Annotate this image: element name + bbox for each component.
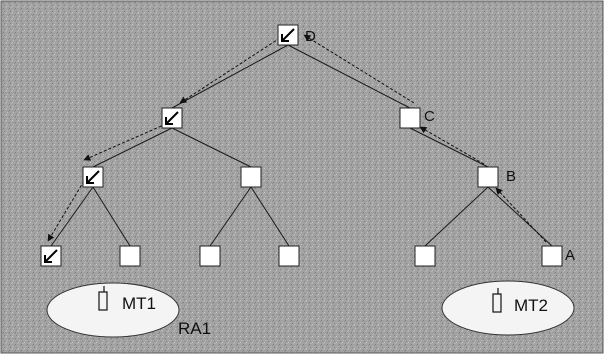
node-label-b: B [506, 168, 516, 185]
router-node-l3b [119, 245, 141, 267]
router-node-l2a [82, 166, 104, 188]
router-node-l3a [40, 245, 62, 267]
mt2-label: MT2 [514, 296, 548, 315]
phone-icon [98, 286, 108, 311]
mobile-terminal-mt1: MT1 [46, 282, 180, 338]
router-node-l1a [161, 107, 183, 129]
routing-entry-arrow-icon [281, 28, 295, 42]
update-arrow-a-b [495, 187, 547, 243]
tree-link-b-a [487, 186, 553, 247]
mobile-terminal-mt2: MT2 [441, 280, 575, 336]
forward-arrow-l2a-l3a [47, 180, 85, 242]
router-nodes [40, 24, 563, 267]
node-label-c: C [424, 108, 435, 125]
tree-link-l1a-l2a [92, 127, 173, 168]
tree-link-l2b-l3c [209, 186, 252, 247]
forward-path-down [47, 37, 281, 242]
router-node-b [477, 166, 499, 188]
router-node-d [277, 24, 299, 46]
router-node-l2b [240, 166, 262, 188]
update-arrow-b-c [419, 126, 485, 165]
router-node-c [399, 107, 421, 129]
tree-link-l1a-l2b [171, 127, 252, 168]
tree-link-d-c [287, 44, 411, 109]
phone-icon [492, 288, 502, 313]
mt1-label: MT1 [122, 294, 156, 313]
tree-link-c-b [409, 127, 489, 168]
routing-entry-arrow-icon [44, 249, 58, 263]
router-node-a [541, 245, 563, 267]
tree-link-l2b-l3d [250, 186, 290, 247]
routing-entry-arrow-icon [165, 111, 179, 125]
router-node-l3d [278, 245, 300, 267]
tree-link-l2a-l3a [50, 186, 94, 247]
coverage-ellipse-mt2 [441, 280, 575, 336]
routing-entry-arrow-icon [86, 170, 100, 184]
router-node-l3c [199, 245, 221, 267]
node-label-a: A [565, 247, 575, 264]
ra1-label: RA1 [178, 319, 211, 338]
router-node-l3e [414, 245, 436, 267]
tree-link-d-l1a [171, 44, 289, 109]
tree-link-l2a-l3b [92, 186, 131, 247]
tree-links [50, 44, 553, 247]
coverage-ellipse-mt1 [46, 282, 180, 338]
tree-link-b-l3e [424, 186, 489, 247]
node-label-d: D [305, 28, 316, 45]
update-arrow-c-d [303, 34, 415, 104]
update-path-up [303, 34, 547, 243]
